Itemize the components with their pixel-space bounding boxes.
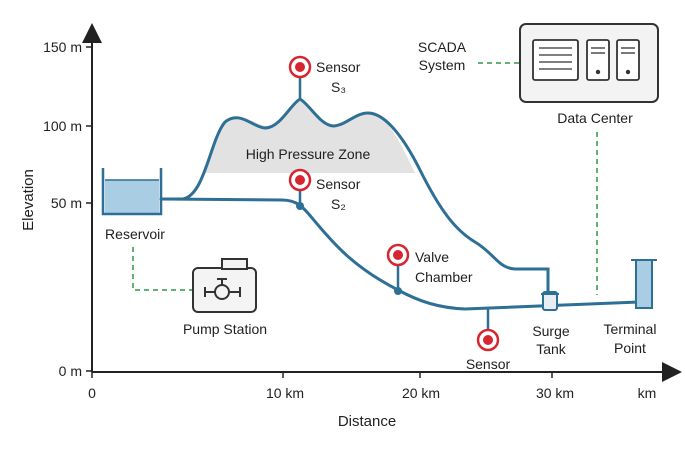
sensor-s2-icon-dot (295, 175, 305, 185)
surge-tank-sub: Tank (536, 341, 567, 357)
x-tick-label: 0 (88, 385, 96, 401)
pump-station-top (221, 258, 248, 270)
sensor-bottom-icon-dot (483, 335, 493, 345)
server-led (625, 69, 631, 75)
high-pressure-zone (205, 98, 415, 173)
upper-pipeline (159, 97, 550, 297)
monitor-icon (532, 39, 579, 81)
x-axis-title: Distance (338, 413, 396, 430)
server-led (595, 69, 601, 75)
sensor-s3-label: Sensor (316, 59, 361, 75)
x-tick-label: 10 km (266, 385, 304, 401)
sensor-bottom-label: Sensor (466, 356, 511, 372)
terminal-point-sub: Point (614, 340, 646, 356)
scada-sub: System (419, 57, 466, 73)
y-axis-title: Elevation (20, 169, 37, 231)
server-icon (616, 39, 640, 81)
sensor-s2-sub: S₂ (331, 196, 346, 212)
pump-station-label: Pump Station (183, 321, 267, 337)
sensor-s3-sub: S₃ (331, 79, 346, 95)
sensor-s2-label: Sensor (316, 176, 361, 192)
valve-icon-dot (393, 250, 403, 260)
x-tick-label: 30 km (536, 385, 574, 401)
y-tick-label: 50 m (51, 195, 82, 211)
high-pressure-zone-label: High Pressure Zone (246, 146, 371, 162)
x-tick-label: km (638, 385, 657, 401)
surge-tank-label: Surge (532, 323, 570, 339)
x-tick-label: 20 km (402, 385, 440, 401)
pump-station-icon (192, 267, 257, 313)
terminal-point-icon (635, 259, 653, 309)
scada-label: SCADA (418, 39, 467, 55)
surge-tank-icon (542, 291, 558, 311)
reservoir-tank (101, 168, 163, 216)
y-tick-label: 100 m (43, 118, 82, 134)
sensor-s3-icon-dot (295, 62, 305, 72)
data-center-label: Data Center (557, 110, 633, 126)
server-icon (586, 39, 610, 81)
valve-sub: Chamber (415, 269, 473, 285)
reservoir-water (105, 180, 159, 214)
valve-label: Valve (415, 249, 449, 265)
y-tick-label: 150 m (43, 39, 82, 55)
y-tick-label: 0 m (59, 363, 82, 379)
pump-link (132, 247, 192, 291)
reservoir-label: Reservoir (105, 226, 165, 242)
terminal-point-label: Terminal (604, 321, 657, 337)
